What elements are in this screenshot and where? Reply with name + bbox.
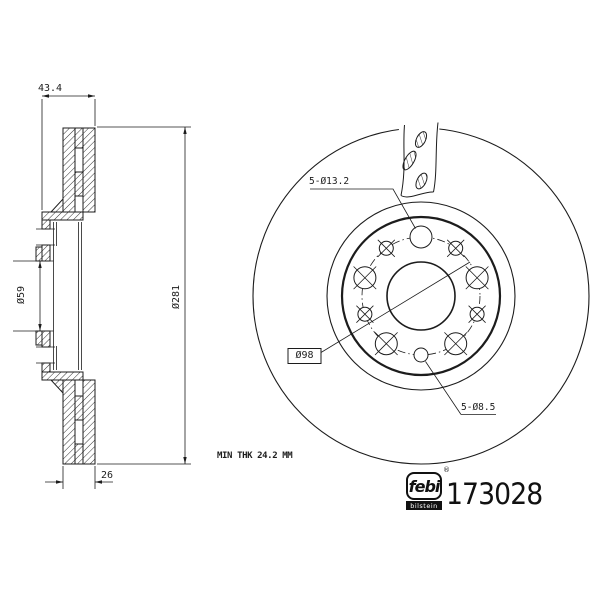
- label-locating-holes: 5-Ø8.5: [461, 402, 496, 413]
- hat-edge-circle: [340, 215, 502, 377]
- part-number: 173028: [446, 477, 543, 511]
- dimension-lines: [38, 94, 191, 489]
- pilot-collar-bottom: [35, 330, 43, 346]
- dim-outer-diameter: Ø281: [171, 284, 182, 310]
- label-mounting-holes: 5-Ø13.2: [309, 176, 350, 187]
- vent-cutaway: [398, 116, 440, 198]
- cross-section-view: [13, 127, 96, 465]
- hat-fillet-bottom: [49, 379, 64, 395]
- pcd-label-box: [287, 348, 322, 364]
- febi-logo-subtitle: bilstein: [410, 501, 438, 510]
- pilot-collar-top: [35, 246, 43, 262]
- hat-barrel-bottom: [41, 371, 84, 381]
- febi-logo-text: febi: [408, 476, 441, 496]
- vane-hole: [415, 172, 428, 190]
- pcd-leader-line: [320, 261, 471, 353]
- dim-center-bore: Ø59: [16, 285, 27, 305]
- vane-section: [74, 395, 84, 421]
- dim-thickness: 26: [101, 470, 114, 481]
- febi-logo-subtitle-bar: bilstein: [406, 501, 442, 510]
- min-thickness-note: MIN THK 24.2 MM: [217, 451, 293, 461]
- febi-logo: febi: [406, 472, 442, 500]
- mounting-flange: [41, 362, 51, 373]
- vane-section: [74, 443, 84, 465]
- hat-fillet-top: [49, 197, 64, 213]
- hat-barrel-top: [41, 211, 84, 221]
- center-bore-circle: [386, 261, 456, 331]
- registered-trademark-symbol: ®: [443, 466, 450, 474]
- hole-center-marks: [356, 239, 486, 323]
- inboard-plate-top: [82, 127, 96, 213]
- label-pitch-circle: Ø98: [295, 350, 314, 361]
- bolt-holes-large: [353, 225, 489, 356]
- vane-hole: [402, 150, 417, 171]
- mounting-flange: [41, 330, 51, 348]
- front-view: [252, 116, 590, 465]
- vane-hole: [414, 131, 428, 148]
- friction-inner-circle: [326, 201, 516, 391]
- outboard-plate-top: [62, 127, 76, 213]
- mounting-flange: [41, 244, 51, 262]
- inboard-plate-bottom: [82, 379, 96, 465]
- mounting-flange: [41, 219, 51, 230]
- bolt-holes-small: [356, 239, 486, 363]
- bolt-circle-centerline: [361, 236, 481, 356]
- large-hole-leader: [310, 188, 416, 229]
- vane-section: [74, 127, 84, 149]
- small-hole-leader: [425, 361, 496, 415]
- projection-lines: [13, 222, 82, 370]
- dim-overall-width: 43.4: [38, 83, 63, 94]
- vane-section: [74, 171, 84, 197]
- hole-center-marks: [353, 266, 489, 356]
- outboard-plate-bottom: [62, 379, 76, 465]
